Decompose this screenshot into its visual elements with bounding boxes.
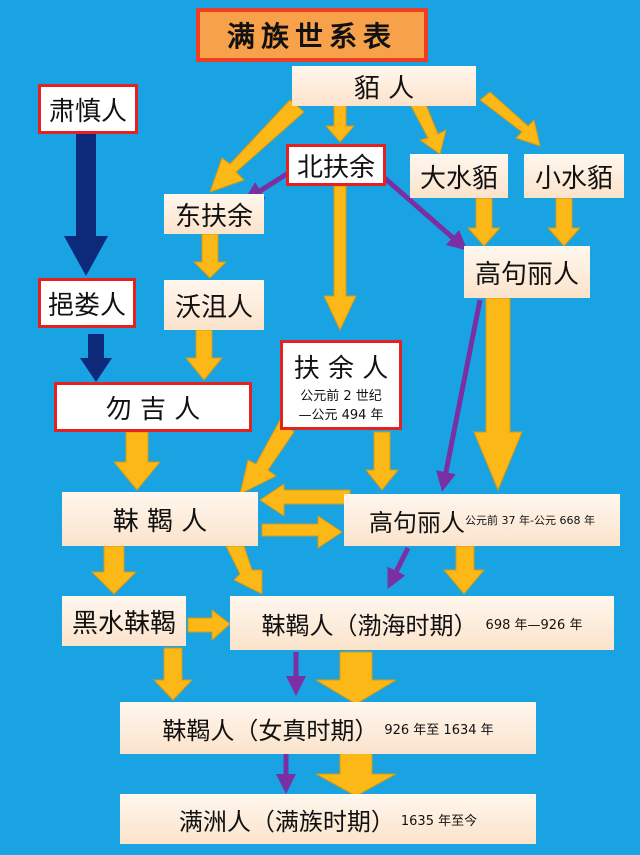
node-xiaoshuimo: 小水貊 [524, 154, 624, 198]
arrow-mo-dashuimo [409, 99, 447, 155]
page-title: 满族世系表 [196, 8, 428, 62]
node-fuyu-note-2: —公元 494 年 [298, 407, 384, 423]
arrow-ggl2-bohai [442, 545, 486, 595]
arrow-dongfuyu-wuju [192, 233, 228, 279]
node-dongfuyu: 东扶余 [164, 194, 264, 234]
node-nuzhen-label: 靺鞨人（女真时期） [162, 716, 379, 745]
arrow-fuyu-ggl2 [364, 431, 400, 491]
node-fuyu-note-1: 公元前 2 世纪 [300, 388, 382, 404]
node-sushen: 肃慎人 [38, 84, 138, 134]
arrow-heishui-bohai [187, 608, 231, 642]
arrow-ggl-ggl2 [436, 299, 483, 492]
arrow-fuyu-mohe [239, 419, 295, 495]
arrow-mo-beifuyu [324, 103, 356, 143]
node-manzhou: 满洲人（满族时期） 1635 年至今 [120, 794, 536, 844]
arrow-mohe-ggl2 [261, 515, 343, 549]
node-mo: 貊 人 [292, 66, 476, 106]
arrow-wuju-wuji [184, 329, 224, 381]
node-gaogouli-2-note: 公元前 37 年-公元 668 年 [465, 514, 595, 527]
node-dashuimo: 大水貊 [410, 154, 508, 198]
node-manzhou-label: 满洲人（满族时期） [178, 807, 395, 836]
arrow-bohai-nuzhen-big [314, 651, 398, 705]
arrow-beifuyu-dongfuyu [243, 169, 292, 202]
arrow-ggl-big [473, 297, 523, 492]
arrow-dashuimo-ggl [466, 197, 502, 247]
node-gaogouli-2-label: 高句丽人 [369, 508, 466, 537]
arrow-wuji-mohe [112, 431, 162, 491]
arrow-beifuyu-ggl [378, 172, 468, 251]
arrow-mo-dongfuyu [209, 99, 305, 193]
arrow-ggl2-mohe [259, 483, 351, 517]
arrow-xiaoshuimo-ggl [546, 197, 582, 247]
node-nuzhen-note: 926 年至 1634 年 [384, 722, 494, 738]
arrow-sushen-yilou [64, 134, 108, 276]
node-heishui: 黑水靺鞨 [62, 596, 186, 646]
arrow-yilou-wuji [80, 334, 112, 382]
arrow-mohe-heishui [90, 545, 138, 595]
node-bohai-note: 698 年—926 年 [485, 617, 583, 633]
node-wuju: 沃沮人 [164, 280, 264, 330]
node-nuzhen: 靺鞨人（女真时期） 926 年至 1634 年 [120, 702, 536, 754]
arrow-mohe-bohai [225, 545, 263, 595]
arrow-heishui-nuzhen [152, 647, 194, 701]
node-fuyu-label: 扶 余 人 [293, 353, 389, 384]
node-mohe: 靺 鞨 人 [62, 492, 258, 546]
node-bohai: 靺鞨人（渤海时期） 698 年—926 年 [230, 596, 614, 650]
arrow-nuzhen-manzhou-big [315, 751, 397, 797]
arrow-ggl2-bohai-purple [387, 546, 411, 589]
node-fuyu: 扶 余 人 公元前 2 世纪 —公元 494 年 [280, 340, 402, 430]
node-bohai-label: 靺鞨人（渤海时期） [261, 611, 478, 640]
arrow-beifuyu-fuyu [323, 185, 357, 332]
node-manzhou-note: 1635 年至今 [400, 813, 478, 829]
node-beifuyu: 北扶余 [286, 144, 386, 186]
node-gaogouli-2: 高句丽人 公元前 37 年-公元 668 年 [344, 494, 620, 546]
arrow-mo-xiaoshuimo [479, 91, 541, 147]
node-gaogouli-1: 高句丽人 [464, 246, 590, 298]
node-wuji: 勿 吉 人 [54, 382, 252, 432]
node-yilou: 挹娄人 [38, 278, 136, 328]
